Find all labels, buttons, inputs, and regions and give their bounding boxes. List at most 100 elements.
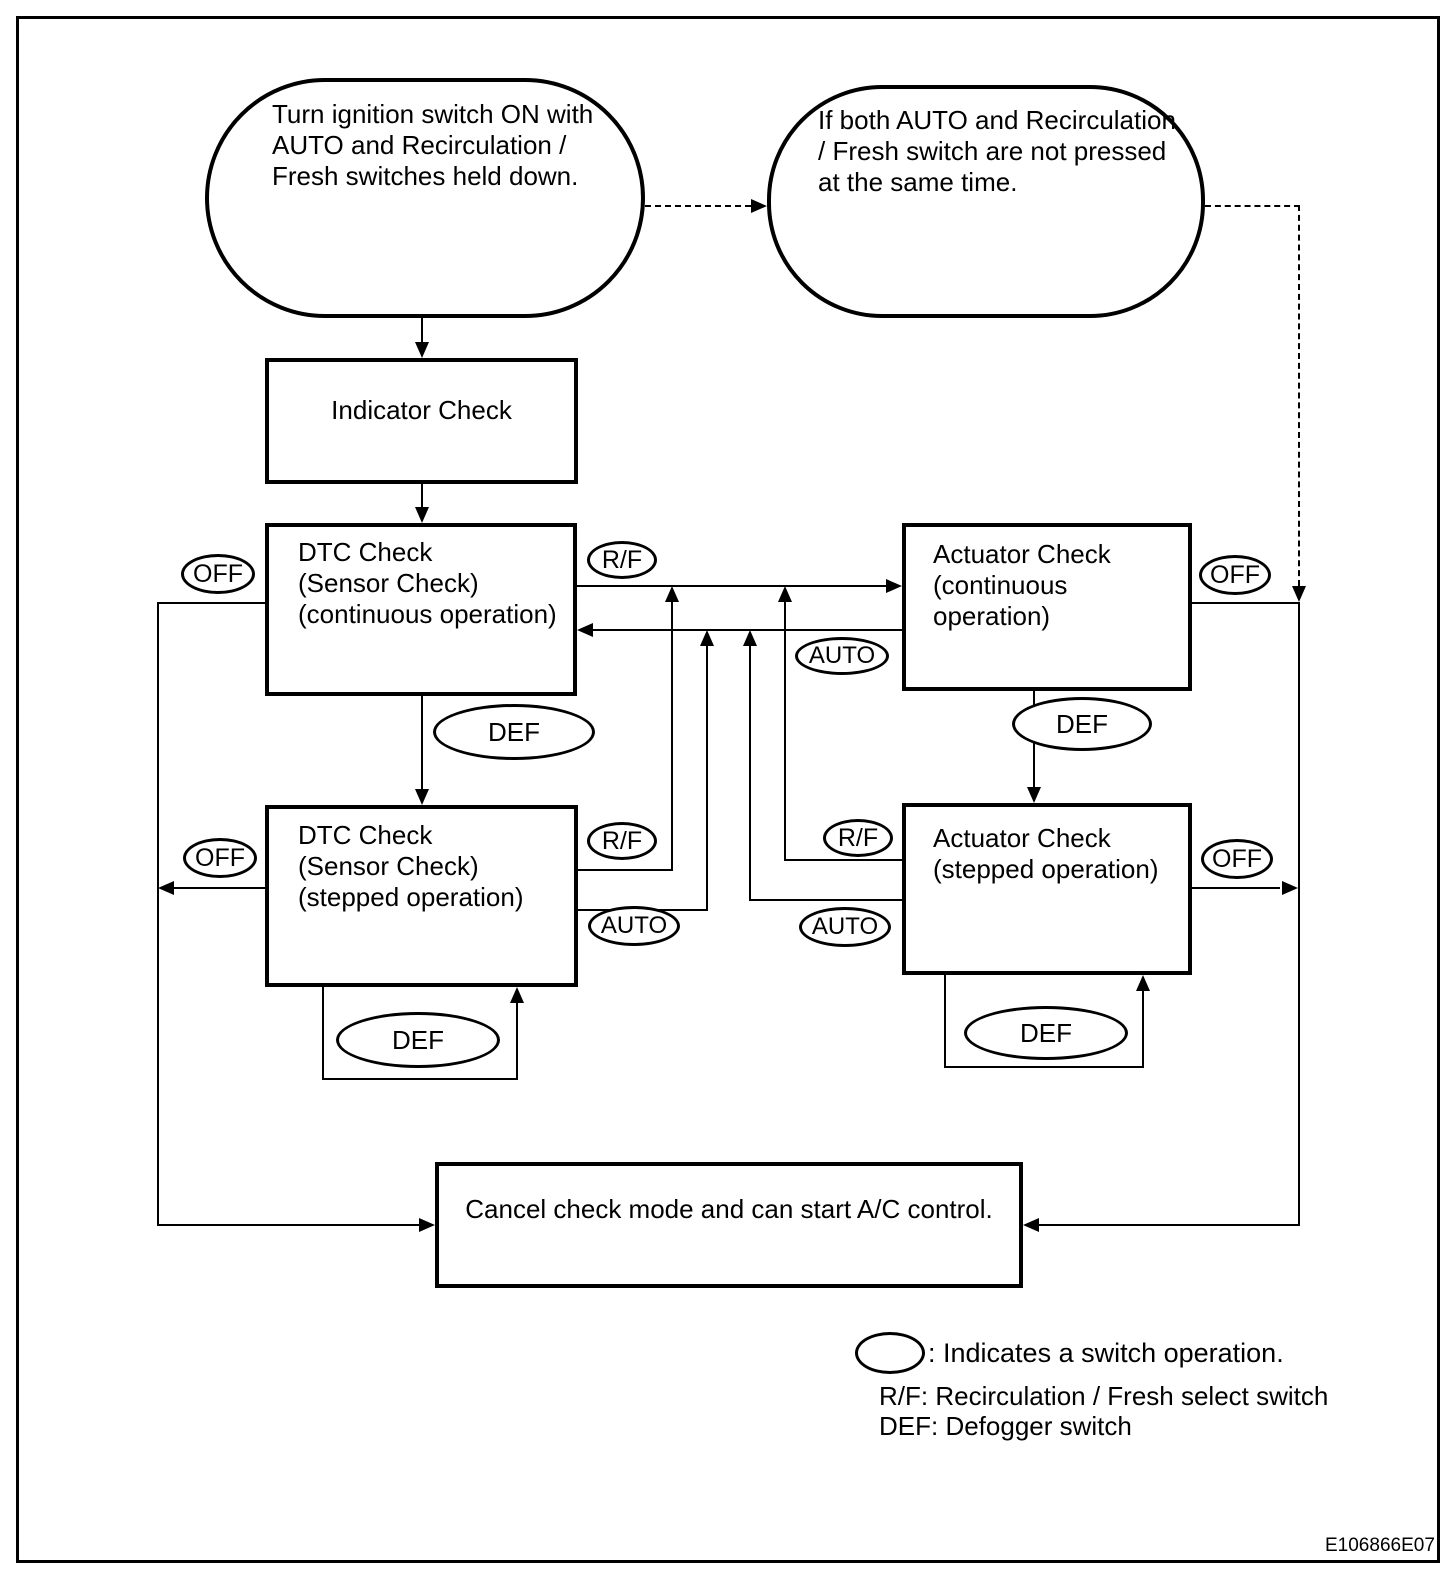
- node-actuator-continuous-line1: Actuator Check: [933, 539, 1111, 569]
- legend-ellipse-note: : Indicates a switch operation.: [928, 1338, 1284, 1368]
- switch-bubble-rf: R/F: [587, 822, 657, 860]
- node-cancel-label: Cancel check mode and can start A/C cont…: [465, 1194, 993, 1224]
- arrowhead-dtc-stepped-def-loop: [510, 987, 524, 1003]
- edge-dtc-to-actuator-rf: [577, 585, 888, 587]
- node-dtc-continuous-line2: (Sensor Check): [298, 568, 479, 598]
- edge-start-to-no-press-dashed: [645, 205, 751, 207]
- node-start-line3: Fresh switches held down.: [272, 161, 579, 191]
- legend-def-note: DEF: Defogger switch: [879, 1411, 1132, 1441]
- switch-bubble-rf: R/F: [587, 541, 657, 579]
- arrowhead-actuator-stepped-def-loop: [1136, 975, 1150, 991]
- edge-no-press-out-dashed: [1205, 205, 1300, 207]
- switch-bubble-def: DEF: [964, 1006, 1128, 1060]
- arrowhead-dtc-stepped-auto: [700, 630, 714, 646]
- switch-bubble-auto: AUTO: [799, 907, 891, 947]
- arrowhead-start-to-indicator: [415, 342, 429, 358]
- arrowhead-dtc-continuous-def: [415, 789, 429, 805]
- switch-bubble-def-label: DEF: [392, 1024, 444, 1055]
- node-dtc-stepped-line2: (Sensor Check): [298, 851, 479, 881]
- edge-dtc-stepped-def-loop: [516, 1002, 518, 1078]
- edge-off-right-rail: [1298, 602, 1300, 1226]
- node-indicator-check-label: Indicator Check: [331, 395, 512, 425]
- arrowhead-actuator-stepped-rf: [778, 586, 792, 602]
- arrowhead-right-rail-to-cancel: [1023, 1218, 1039, 1232]
- figure-code: E106866E07: [1325, 1535, 1435, 1556]
- node-actuator-check-stepped: Actuator Check (stepped operation): [902, 803, 1192, 975]
- switch-bubble-rf-label: R/F: [837, 823, 879, 852]
- switch-bubble-off-label: OFF: [1212, 844, 1262, 873]
- arrowhead-actuator-continuous-def: [1027, 787, 1041, 803]
- node-dtc-continuous-line1: DTC Check: [298, 537, 433, 567]
- node-dtc-check-stepped: DTC Check (Sensor Check) (stepped operat…: [265, 805, 578, 987]
- switch-bubble-def: DEF: [433, 704, 595, 760]
- edge-actuator-stepped-rf: [784, 859, 902, 861]
- edge-dtc-stepped-off: [171, 887, 265, 889]
- arrowhead-actuator-stepped-off: [1282, 881, 1298, 895]
- arrowhead-indicator-to-dtc: [415, 507, 429, 523]
- switch-bubble-auto: AUTO: [795, 637, 889, 675]
- switch-bubble-off-label: OFF: [193, 559, 243, 588]
- edge-left-rail-to-cancel: [157, 1224, 419, 1226]
- arrowhead-no-press-to-off-rail: [1292, 586, 1306, 602]
- edge-dtc-stepped-auto-riser: [706, 644, 708, 911]
- edge-indicator-to-dtc: [421, 484, 423, 509]
- legend-ellipse-symbol: [855, 1332, 925, 1374]
- arrowhead-dtc-stepped-rf: [665, 586, 679, 602]
- switch-bubble-def-label: DEF: [1020, 1017, 1072, 1048]
- node-dtc-stepped-line1: DTC Check: [298, 820, 433, 850]
- edge-off-left-rail: [157, 602, 159, 1226]
- edge-actuator-stepped-def-loop: [944, 1066, 1144, 1068]
- legend-rf-note: R/F: Recirculation / Fresh select switch: [879, 1381, 1329, 1411]
- switch-bubble-auto: AUTO: [588, 906, 680, 946]
- edge-right-rail-to-cancel: [1037, 1224, 1300, 1226]
- switch-bubble-off: OFF: [1199, 555, 1271, 595]
- edge-dtc-stepped-rf: [578, 869, 673, 871]
- edge-actuator-stepped-def-loop: [1142, 990, 1144, 1066]
- switch-bubble-auto-label: AUTO: [811, 913, 879, 940]
- arrowhead-actuator-to-dtc-auto: [577, 623, 593, 637]
- edge-actuator-continuous-off: [1192, 602, 1300, 604]
- switch-bubble-off: OFF: [1201, 839, 1273, 879]
- node-no-press-line2: / Fresh switch are not pressed: [818, 136, 1167, 166]
- switch-bubble-off-label: OFF: [1210, 560, 1260, 589]
- edge-dtc-stepped-def-loop: [322, 1078, 518, 1080]
- edge-dtc-stepped-def-loop: [322, 987, 324, 1080]
- edge-actuator-stepped-auto-riser: [749, 644, 751, 901]
- arrowhead-dtc-to-actuator-rf: [886, 579, 902, 593]
- switch-bubble-def: DEF: [1012, 697, 1152, 751]
- switch-bubble-rf-label: R/F: [601, 545, 643, 574]
- edge-dtc-continuous-off: [157, 602, 265, 604]
- switch-bubble-auto-label: AUTO: [808, 642, 876, 669]
- edge-actuator-stepped-rf-riser: [784, 600, 786, 861]
- edge-start-to-indicator: [421, 318, 423, 344]
- node-no-press: If both AUTO and Recirculation / Fresh s…: [767, 85, 1205, 318]
- switch-bubble-rf: R/F: [823, 819, 893, 857]
- node-no-press-line1: If both AUTO and Recirculation: [818, 105, 1176, 135]
- node-actuator-check-continuous: Actuator Check (continuous operation): [902, 523, 1192, 691]
- edge-actuator-stepped-off: [1192, 887, 1280, 889]
- node-dtc-stepped-line3: (stepped operation): [298, 882, 524, 912]
- edge-dtc-stepped-rf-riser: [671, 600, 673, 871]
- node-dtc-check-continuous: DTC Check (Sensor Check) (continuous ope…: [265, 523, 577, 696]
- arrowhead-dtc-stepped-off: [158, 881, 174, 895]
- arrowhead-actuator-stepped-auto: [743, 630, 757, 646]
- switch-bubble-def-label: DEF: [1056, 708, 1108, 739]
- arrowhead-start-to-no-press: [751, 199, 767, 213]
- switch-bubble-off: OFF: [181, 554, 255, 594]
- node-indicator-check: Indicator Check: [265, 358, 578, 484]
- edge-actuator-stepped-def-loop: [944, 975, 946, 1068]
- page-border: [16, 16, 1440, 1563]
- edge-actuator-stepped-auto: [749, 899, 902, 901]
- switch-bubble-rf-label: R/F: [601, 826, 643, 855]
- arrowhead-left-rail-to-cancel: [419, 1218, 435, 1232]
- node-actuator-stepped-line2: (stepped operation): [933, 854, 1159, 884]
- switch-bubble-def: DEF: [336, 1012, 500, 1068]
- node-actuator-stepped-line1: Actuator Check: [933, 823, 1111, 853]
- node-actuator-continuous-line2: (continuous operation): [933, 570, 1068, 631]
- node-no-press-line3: at the same time.: [818, 167, 1018, 197]
- node-start: Turn ignition switch ON with AUTO and Re…: [205, 78, 645, 318]
- node-dtc-continuous-line3: (continuous operation): [298, 599, 557, 629]
- edge-no-press-down-dashed: [1298, 205, 1300, 586]
- switch-bubble-def-label: DEF: [488, 716, 540, 747]
